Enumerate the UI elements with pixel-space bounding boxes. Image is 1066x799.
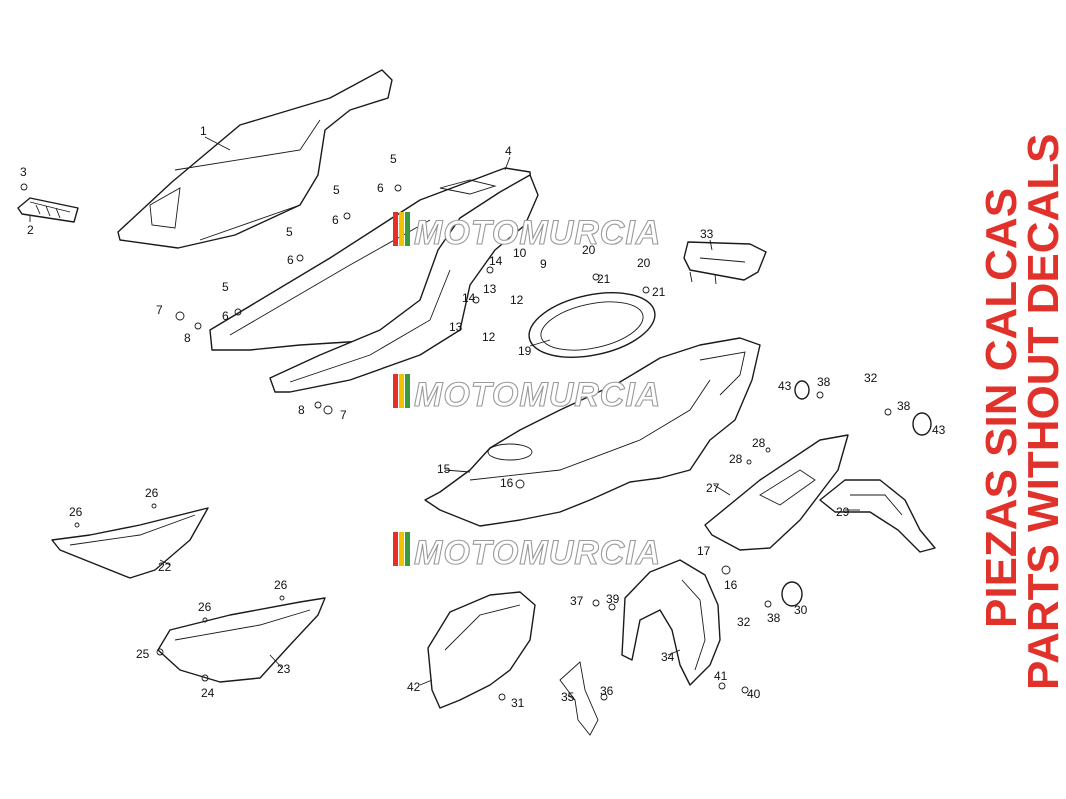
callout-6: 6: [287, 253, 294, 267]
callout-25: 25: [136, 647, 150, 661]
leader-lines: [29, 136, 860, 701]
callout-26: 26: [198, 600, 212, 614]
bracket-part: [559, 661, 599, 736]
callout-2: 2: [27, 223, 34, 237]
seal-ring-part: [528, 292, 656, 358]
callout-16: 16: [500, 476, 514, 490]
callout-1: 1: [200, 124, 207, 138]
callout-32: 32: [737, 615, 751, 629]
callout-38: 38: [817, 375, 831, 389]
callout-26: 26: [145, 486, 159, 500]
callout-14: 14: [462, 291, 476, 305]
callout-26: 26: [274, 578, 288, 592]
watermark-3: MOTOMURCIA: [393, 532, 661, 573]
callout-6: 6: [377, 181, 384, 195]
side-text-english: PARTS WITHOUT DECALS: [1019, 134, 1066, 691]
watermark-1: MOTOMURCIA: [393, 212, 661, 253]
callout-40: 40: [747, 687, 761, 701]
callout-9: 9: [540, 257, 547, 271]
callout-12: 12: [482, 330, 496, 344]
side-panel-lower-part: [157, 597, 326, 683]
cap-right-part: [912, 412, 932, 436]
callout-35: 35: [561, 690, 575, 704]
rear-panel-part: [704, 434, 849, 551]
callout-5: 5: [286, 225, 293, 239]
rear-hugger-part: [621, 559, 721, 686]
callout-6: 6: [332, 213, 339, 227]
watermark-text: MOTOMURCIA: [414, 534, 661, 572]
callout-32: 32: [864, 371, 878, 385]
callout-22: 22: [158, 560, 172, 574]
callout-4: 4: [505, 144, 512, 158]
watermark-text: MOTOMURCIA: [414, 214, 661, 252]
watermark-text: MOTOMURCIA: [414, 376, 661, 414]
callout-38: 38: [767, 611, 781, 625]
callout-34: 34: [661, 650, 675, 664]
callout-13: 13: [483, 282, 497, 296]
callout-16: 16: [724, 578, 738, 592]
callout-42: 42: [407, 680, 421, 694]
callout-41: 41: [714, 669, 728, 683]
cap-left-part: [794, 380, 810, 400]
callout-17: 17: [697, 544, 711, 558]
callout-27: 27: [706, 481, 720, 495]
callout-20: 20: [582, 243, 596, 257]
license-bracket-part: [819, 479, 936, 553]
callout-12: 12: [510, 293, 524, 307]
cover-part: [683, 241, 767, 281]
side-text-spanish: PIEZAS SIN CALCAS: [977, 188, 1026, 628]
callout-28: 28: [729, 452, 743, 466]
callout-14: 14: [489, 254, 503, 268]
callout-43: 43: [932, 423, 946, 437]
callout-37: 37: [570, 594, 584, 608]
part-callouts: 1 2 3 4 5 5 5 5 6 6 6 6 7 7 8 8 9 10 12 …: [20, 124, 946, 710]
callout-26: 26: [69, 505, 83, 519]
callout-28: 28: [752, 436, 766, 450]
callout-8: 8: [298, 403, 305, 417]
callout-5: 5: [333, 183, 340, 197]
side-cowl-right-part: [269, 174, 539, 393]
side-notice: PIEZAS SIN CALCAS PARTS WITHOUT DECALS: [977, 134, 1066, 691]
callout-7: 7: [340, 408, 347, 422]
callout-43: 43: [778, 379, 792, 393]
callout-6: 6: [222, 309, 229, 323]
callout-30: 30: [794, 603, 808, 617]
callout-21: 21: [597, 272, 611, 286]
callout-21: 21: [652, 285, 666, 299]
callout-31: 31: [511, 696, 525, 710]
callout-38: 38: [897, 399, 911, 413]
callout-39: 39: [606, 592, 620, 606]
front-fender-part: [427, 591, 536, 709]
fasteners: [20, 183, 892, 701]
callout-33: 33: [700, 227, 714, 241]
seat-part: [117, 69, 393, 249]
callout-29: 29: [836, 505, 850, 519]
callout-15: 15: [437, 462, 451, 476]
callout-3: 3: [20, 165, 27, 179]
callout-10: 10: [513, 246, 527, 260]
storage-tray-part: [424, 337, 761, 527]
callout-20: 20: [637, 256, 651, 270]
callout-19: 19: [518, 344, 532, 358]
part-drawings: [17, 69, 936, 736]
side-panel-small-part: [51, 507, 209, 579]
callout-7: 7: [156, 303, 163, 317]
callout-5: 5: [390, 152, 397, 166]
cap-lower-part: [781, 581, 803, 607]
callout-8: 8: [184, 331, 191, 345]
callout-23: 23: [277, 662, 291, 676]
watermark-2: MOTOMURCIA: [393, 374, 661, 415]
callout-5: 5: [222, 280, 229, 294]
callout-24: 24: [201, 686, 215, 700]
callout-13: 13: [449, 320, 463, 334]
callout-36: 36: [600, 684, 614, 698]
